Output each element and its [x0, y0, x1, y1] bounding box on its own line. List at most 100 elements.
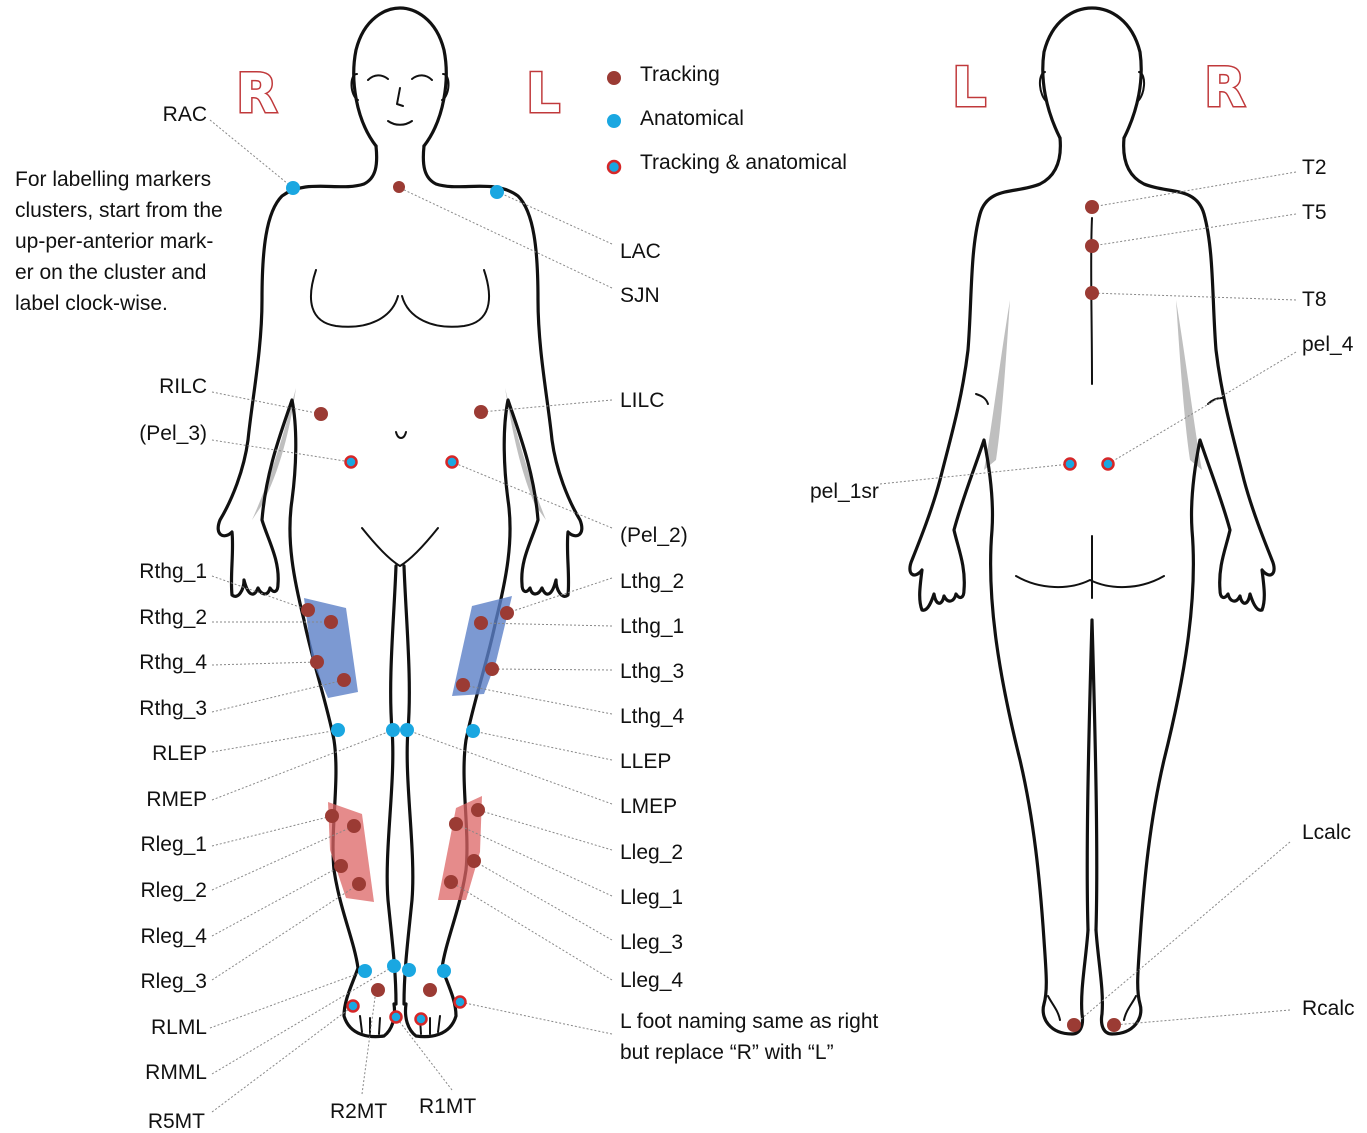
front-body-outline-left — [218, 146, 394, 1037]
label-lleg-4: Lleg_4 — [620, 969, 683, 992]
leader-line — [407, 730, 612, 804]
leader-line — [1074, 842, 1290, 1025]
marker-rleg-3 — [352, 877, 366, 891]
marker-l1mt — [416, 1014, 427, 1025]
marker-r5mt — [348, 1001, 359, 1012]
front-face-mouth — [388, 121, 412, 125]
marker-l5mt — [455, 997, 466, 1008]
back-heel — [1124, 996, 1136, 1020]
label-lleg-2: Lleg_2 — [620, 841, 683, 864]
label-r5mt: R5MT — [148, 1110, 205, 1133]
label-lleg-3: Lleg_3 — [620, 931, 683, 954]
leader-line — [212, 866, 341, 936]
marker-rac — [286, 181, 300, 195]
legend-tracking-label: Tracking — [640, 63, 720, 86]
label-lcalc: Lcalc — [1302, 821, 1351, 844]
leader-lines — [210, 120, 1296, 1112]
label-t8: T8 — [1302, 288, 1327, 311]
leader-line — [400, 188, 612, 288]
marker-lleg-2 — [471, 803, 485, 817]
marker-lthg-2 — [500, 606, 514, 620]
marker-llep — [466, 724, 480, 738]
label-rleg-1: Rleg_1 — [140, 833, 207, 856]
left-foot-naming-note: L foot naming same as right but replace … — [620, 1006, 900, 1068]
leader-line — [212, 816, 332, 846]
label-rcalc: Rcalc — [1302, 997, 1355, 1020]
marker-pel-1sr — [1065, 459, 1076, 470]
leader-line — [498, 192, 612, 244]
front-navel — [396, 432, 406, 438]
back-arm-shading — [984, 300, 1010, 470]
marker-lleg-1 — [449, 817, 463, 831]
marker-lleg-3 — [467, 854, 481, 868]
label-lleg-1: Lleg_1 — [620, 886, 683, 909]
label-rlml: RLML — [151, 1016, 207, 1039]
front-side-letter-right: R — [236, 62, 278, 125]
label-llep: LLEP — [620, 750, 671, 773]
leader-line — [212, 730, 393, 800]
label-lilc: LILC — [620, 389, 664, 412]
marker-rmep — [386, 723, 400, 737]
labelling-instruction-note: For labelling markers clusters, start fr… — [15, 164, 225, 319]
front-face-eye — [368, 75, 388, 80]
back-inner-legs — [1087, 620, 1097, 930]
marker-rthg-3 — [337, 673, 351, 687]
marker-l2mt — [423, 983, 437, 997]
legend-tracking-marker — [607, 71, 621, 85]
marker-r2mt — [371, 983, 385, 997]
marker-rthg-4 — [310, 655, 324, 669]
leader-line — [451, 882, 612, 980]
leader-line — [1092, 214, 1296, 246]
marker-sjn — [393, 181, 405, 193]
leader-line — [463, 685, 612, 714]
front-face-eye — [412, 75, 432, 80]
legend: Tracking Anatomical Tracking & anatomica… — [607, 63, 847, 174]
back-body-figure — [910, 8, 1274, 1034]
marker-lilc — [474, 405, 488, 419]
label-pel-3: (Pel_3) — [139, 422, 207, 445]
marker-lmep — [400, 723, 414, 737]
label-lthg-1: Lthg_1 — [620, 615, 684, 638]
front-toes — [360, 1016, 380, 1034]
back-side-letter-left: L — [952, 56, 986, 119]
label-rmml: RMML — [145, 1061, 207, 1084]
label-rthg-4: Rthg_4 — [139, 651, 207, 674]
label-rthg-2: Rthg_2 — [139, 606, 207, 629]
label-sjn: SJN — [620, 284, 660, 307]
leader-line — [362, 990, 376, 1094]
front-face-nose — [397, 88, 403, 106]
leader-line — [210, 971, 365, 1028]
leader-line — [212, 884, 359, 980]
front-inner-leg-right — [387, 566, 396, 1004]
marker-r1mt — [391, 1012, 402, 1023]
legend-both-marker — [608, 161, 620, 173]
marker-pel-2 — [447, 457, 458, 468]
label-t5: T5 — [1302, 201, 1327, 224]
front-groin — [362, 528, 438, 566]
marker-rthg-2 — [324, 615, 338, 629]
front-breast — [402, 270, 489, 327]
label-rmep: RMEP — [146, 788, 207, 811]
marker-lthg-3 — [485, 662, 499, 676]
marker-rleg-1 — [325, 809, 339, 823]
legend-anatomical-marker — [607, 114, 621, 128]
label-rac: RAC — [163, 103, 207, 126]
back-elbow-crease — [976, 394, 988, 404]
marker-pel-3 — [346, 457, 357, 468]
label-rilc: RILC — [159, 375, 207, 398]
label-rleg-3: Rleg_3 — [140, 970, 207, 993]
leader-line — [1092, 172, 1296, 207]
front-body-outline-right — [405, 146, 581, 1037]
label-rlep: RLEP — [152, 742, 207, 765]
back-body-outline-right — [1096, 138, 1274, 1034]
back-heel — [1048, 996, 1060, 1020]
back-markers — [1065, 200, 1122, 1032]
label-rleg-4: Rleg_4 — [140, 925, 207, 948]
label-r2mt: R2MT — [330, 1100, 387, 1123]
marker-rlml — [358, 964, 372, 978]
marker-llml — [437, 964, 451, 978]
marker-pel-4 — [1103, 459, 1114, 470]
label-pel-2: (Pel_2) — [620, 524, 688, 547]
marker-lthg-1 — [474, 616, 488, 630]
label-rthg-1: Rthg_1 — [139, 560, 207, 583]
